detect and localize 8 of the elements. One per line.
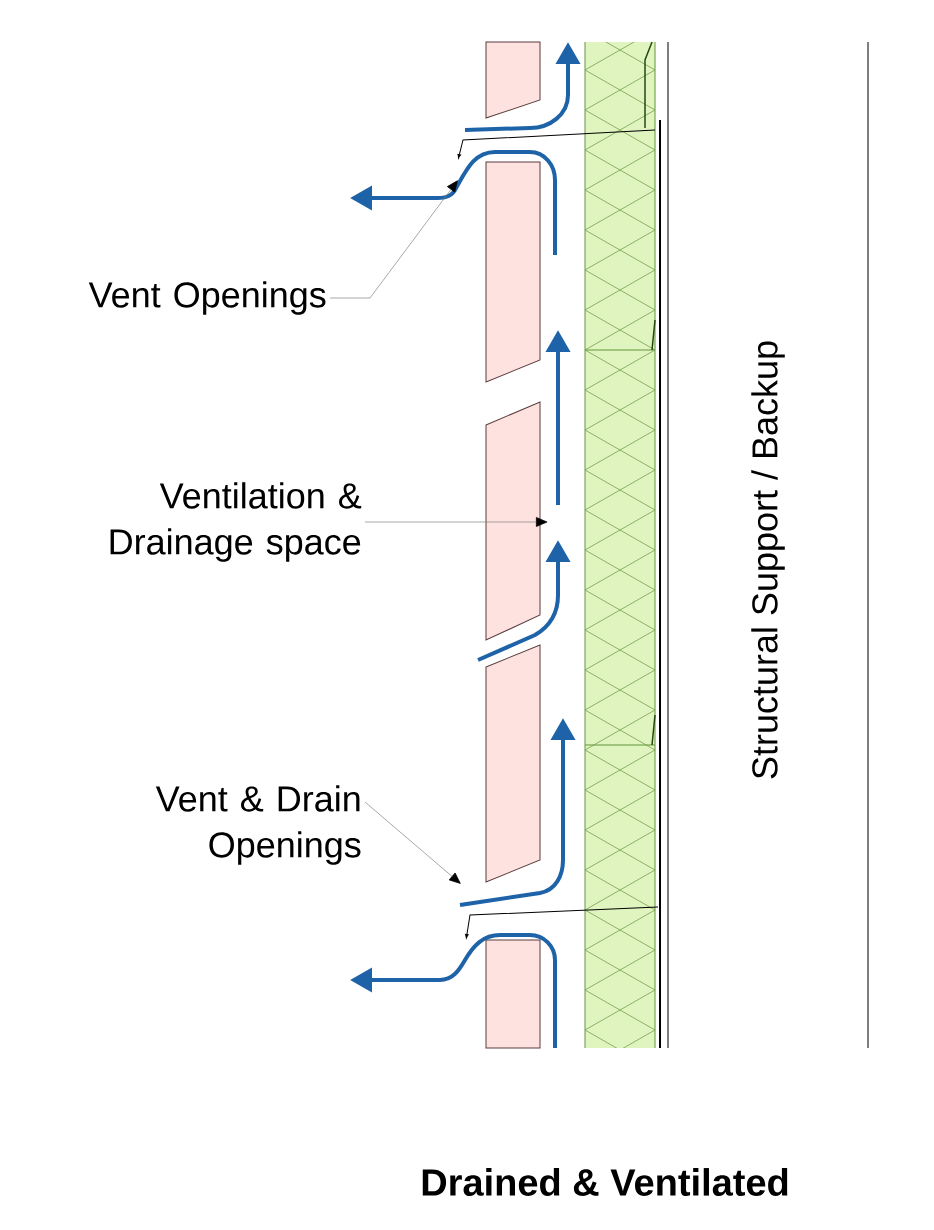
label: Structural Support / Backup (751, 341, 785, 779)
callout-label: Ventilation & Drainage space (110, 482, 362, 562)
callout-label: Vent & Drain Openings (155, 785, 361, 865)
leader-line (364, 801, 461, 884)
callout-label: Vent Openings (88, 281, 326, 315)
caption: Drained & Ventilated (422, 1168, 788, 1196)
leader-line (329, 180, 458, 299)
leader-line (364, 517, 548, 527)
